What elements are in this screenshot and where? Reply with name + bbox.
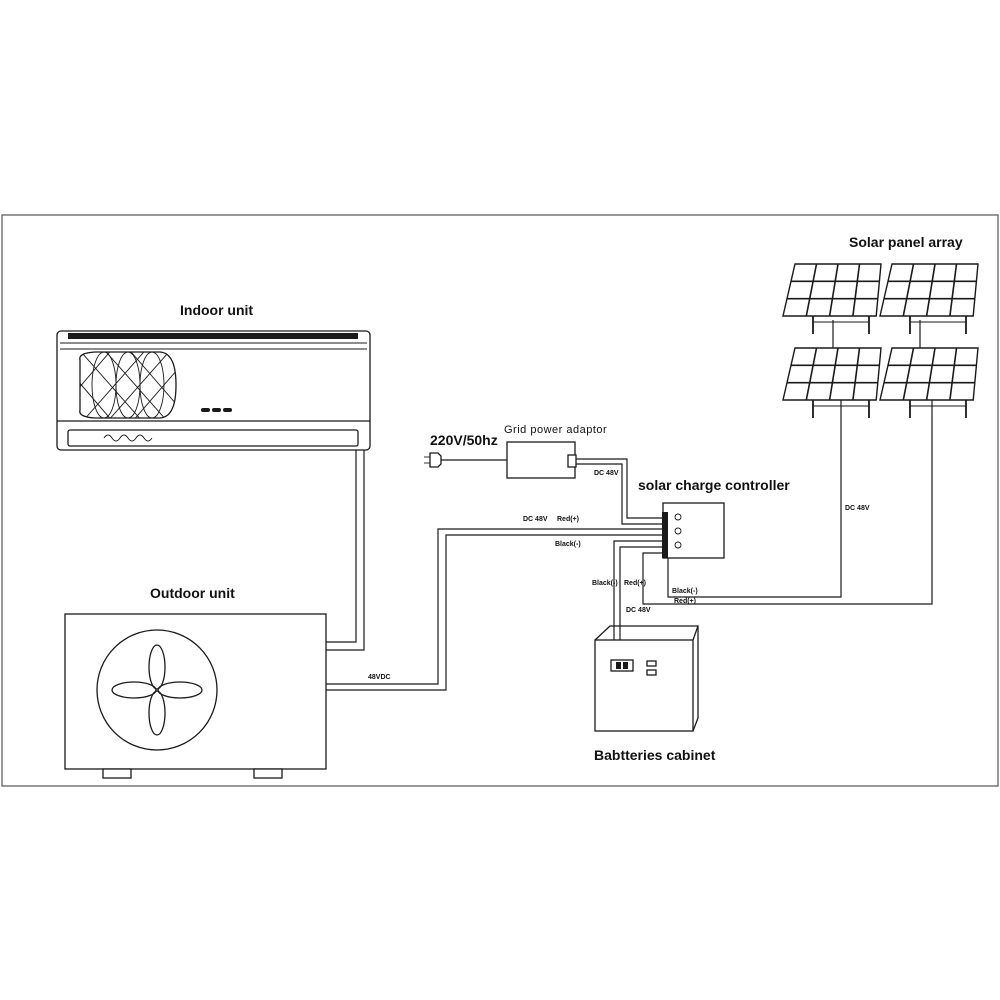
refrigerant-lines	[326, 450, 365, 651]
charge-controller-label: solar charge controller	[638, 477, 790, 493]
outdoor-in-label: 48VDC	[368, 674, 391, 681]
ac-feed-red-label: Red(+)	[557, 516, 579, 523]
panel-stand	[812, 316, 870, 334]
solar-panel-top-right	[879, 263, 979, 334]
battery-dc-label: DC 48V	[626, 607, 651, 614]
solar-panel-bottom-left	[782, 347, 882, 418]
panel-stand	[909, 316, 967, 334]
grid-adaptor-label: Grid power adaptor	[504, 424, 607, 436]
controller-to-outdoor-wires	[326, 528, 663, 691]
controller-to-solar-wires	[642, 420, 933, 605]
indoor-grille-icon	[79, 351, 177, 419]
panel-stand	[812, 400, 870, 418]
indoor-indicator-lights	[201, 408, 232, 412]
outdoor-unit	[64, 613, 327, 779]
grid-voltage-label: 220V/50hz	[430, 432, 498, 448]
indoor-unit-label: Indoor unit	[180, 302, 253, 318]
solar-dc-label: DC 48V	[845, 505, 870, 512]
adaptor-out-label: DC 48V	[594, 470, 619, 477]
solar-panel-top-left	[782, 263, 882, 334]
grid-power-adaptor	[506, 441, 576, 479]
outdoor-unit-label: Outdoor unit	[150, 585, 235, 601]
solar-array-label: Solar panel array	[849, 234, 963, 250]
battery-black-label: Black(-)	[592, 580, 618, 587]
fan-icon	[111, 644, 203, 736]
adaptor-terminal	[567, 454, 577, 468]
solar-charge-controller	[662, 502, 725, 559]
indoor-unit	[56, 330, 371, 451]
battery-cabinet	[594, 625, 699, 732]
solar-panel-bottom-right	[879, 347, 979, 418]
battery-red-label: Red(+)	[624, 580, 646, 587]
adaptor-to-controller-wires	[576, 458, 663, 525]
battery-cabinet-label: Babtteries cabinet	[594, 747, 716, 763]
plug-icon	[424, 452, 442, 468]
solar-interconnect-wires	[832, 320, 933, 420]
solar-red-label: Red(+)	[674, 598, 696, 605]
ac-feed-black-label: Black(-)	[555, 541, 581, 548]
panel-stand	[909, 400, 967, 418]
ac-feed-dc-label: DC 48V	[523, 516, 548, 523]
solar-black-label: Black(-)	[672, 588, 698, 595]
solar-panel-array	[782, 263, 979, 418]
